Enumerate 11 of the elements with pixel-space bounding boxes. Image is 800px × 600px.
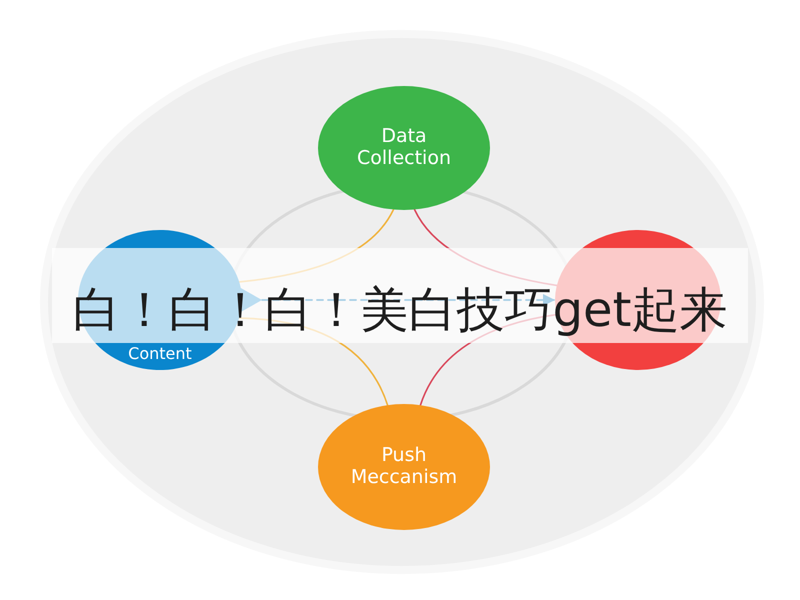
topic-circle xyxy=(318,404,490,530)
node-label: Push Meccanism xyxy=(350,445,458,489)
connector-line xyxy=(238,317,388,406)
banner-title: 白！白！白！美白技巧get起来 xyxy=(72,284,728,337)
connector-line xyxy=(420,314,558,406)
node-label: Content xyxy=(128,346,192,362)
connector-line xyxy=(238,208,394,283)
node-label: Data Collection xyxy=(356,126,452,170)
topic-circle xyxy=(318,86,490,210)
connector-line xyxy=(414,208,558,286)
dashed-arrow xyxy=(261,294,556,306)
